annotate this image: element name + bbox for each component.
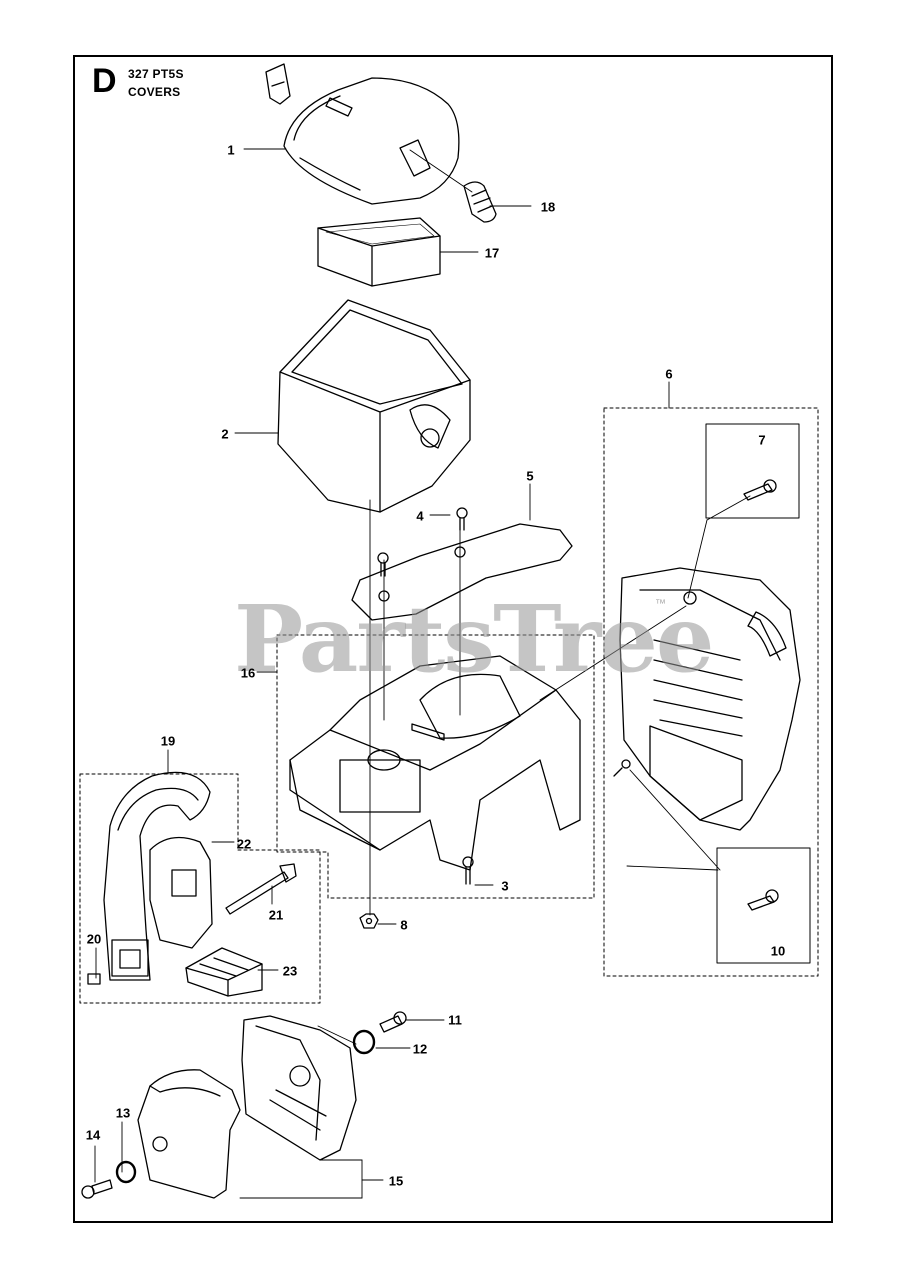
bolt-part-21 bbox=[225, 863, 297, 915]
screw-part-11 bbox=[379, 1011, 407, 1033]
callout-12[interactable]: 12 bbox=[412, 1041, 428, 1057]
assembly-group-boxes bbox=[79, 407, 819, 1004]
callout-11[interactable]: 11 bbox=[448, 1012, 462, 1028]
callout-8[interactable]: 8 bbox=[400, 917, 408, 933]
starter-cover-part-15 bbox=[241, 1015, 357, 1161]
section-title: COVERS bbox=[128, 85, 181, 99]
latch-part-18 bbox=[463, 181, 497, 223]
bracket-part-5 bbox=[351, 523, 573, 621]
section-letter: D bbox=[92, 62, 117, 100]
callout-2[interactable]: 2 bbox=[221, 426, 229, 442]
cylinder-cover-part-16 bbox=[289, 655, 581, 871]
screw-part-4 bbox=[456, 507, 468, 531]
callout-7[interactable]: 7 bbox=[758, 432, 766, 448]
watermark-trademark: ™ bbox=[655, 598, 666, 610]
o-ring-part-12 bbox=[352, 1029, 376, 1055]
callout-13[interactable]: 13 bbox=[115, 1105, 131, 1121]
screw-on-shroud bbox=[613, 759, 631, 777]
callout-15[interactable]: 15 bbox=[388, 1173, 404, 1189]
air-filter-cover-part-1 bbox=[283, 77, 460, 205]
leader-lines bbox=[94, 148, 751, 1199]
callout-18[interactable]: 18 bbox=[540, 199, 556, 215]
callout-4[interactable]: 4 bbox=[416, 508, 424, 524]
diagram-frame bbox=[73, 55, 833, 1223]
screw-part-7 bbox=[743, 479, 777, 501]
group-box-19 bbox=[79, 773, 321, 1004]
watermark: PartsTree bbox=[234, 585, 714, 693]
air-filter-part-17 bbox=[317, 217, 441, 287]
callout-19[interactable]: 19 bbox=[160, 733, 176, 749]
callout-22[interactable]: 22 bbox=[236, 836, 252, 852]
nut-part-8 bbox=[359, 913, 379, 929]
callout-5[interactable]: 5 bbox=[526, 468, 534, 484]
callout-23[interactable]: 23 bbox=[282, 963, 298, 979]
spacer-part-23 bbox=[185, 947, 263, 997]
screw-part-3 bbox=[462, 856, 474, 885]
model-number: 327 PT5S bbox=[128, 67, 184, 81]
group-box-6 bbox=[603, 407, 819, 977]
callout-20[interactable]: 20 bbox=[86, 931, 102, 947]
handle-clamp-part-22 bbox=[149, 836, 213, 949]
detail-box-7 bbox=[705, 423, 800, 519]
o-ring-part-13 bbox=[115, 1160, 137, 1184]
callout-16[interactable]: 16 bbox=[240, 665, 256, 681]
screw-part-10 bbox=[747, 889, 779, 911]
detail-box-10 bbox=[716, 847, 811, 964]
callout-3[interactable]: 3 bbox=[501, 878, 509, 894]
filter-housing-part-2 bbox=[277, 299, 471, 513]
starter-cover-outer bbox=[137, 1069, 241, 1199]
callout-6[interactable]: 6 bbox=[665, 366, 673, 382]
cylinder-shroud-part-6 bbox=[619, 567, 801, 831]
callout-1[interactable]: 1 bbox=[227, 142, 235, 158]
callout-10[interactable]: 10 bbox=[770, 943, 786, 959]
callout-21[interactable]: 21 bbox=[268, 907, 284, 923]
handle-part-19 bbox=[103, 771, 211, 981]
callout-17[interactable]: 17 bbox=[484, 245, 500, 261]
callout-14[interactable]: 14 bbox=[85, 1127, 101, 1143]
screw-part-14 bbox=[81, 1179, 113, 1199]
nut-part-20 bbox=[87, 973, 101, 985]
screw-near-5 bbox=[377, 552, 389, 577]
clip-part-top bbox=[265, 63, 291, 105]
